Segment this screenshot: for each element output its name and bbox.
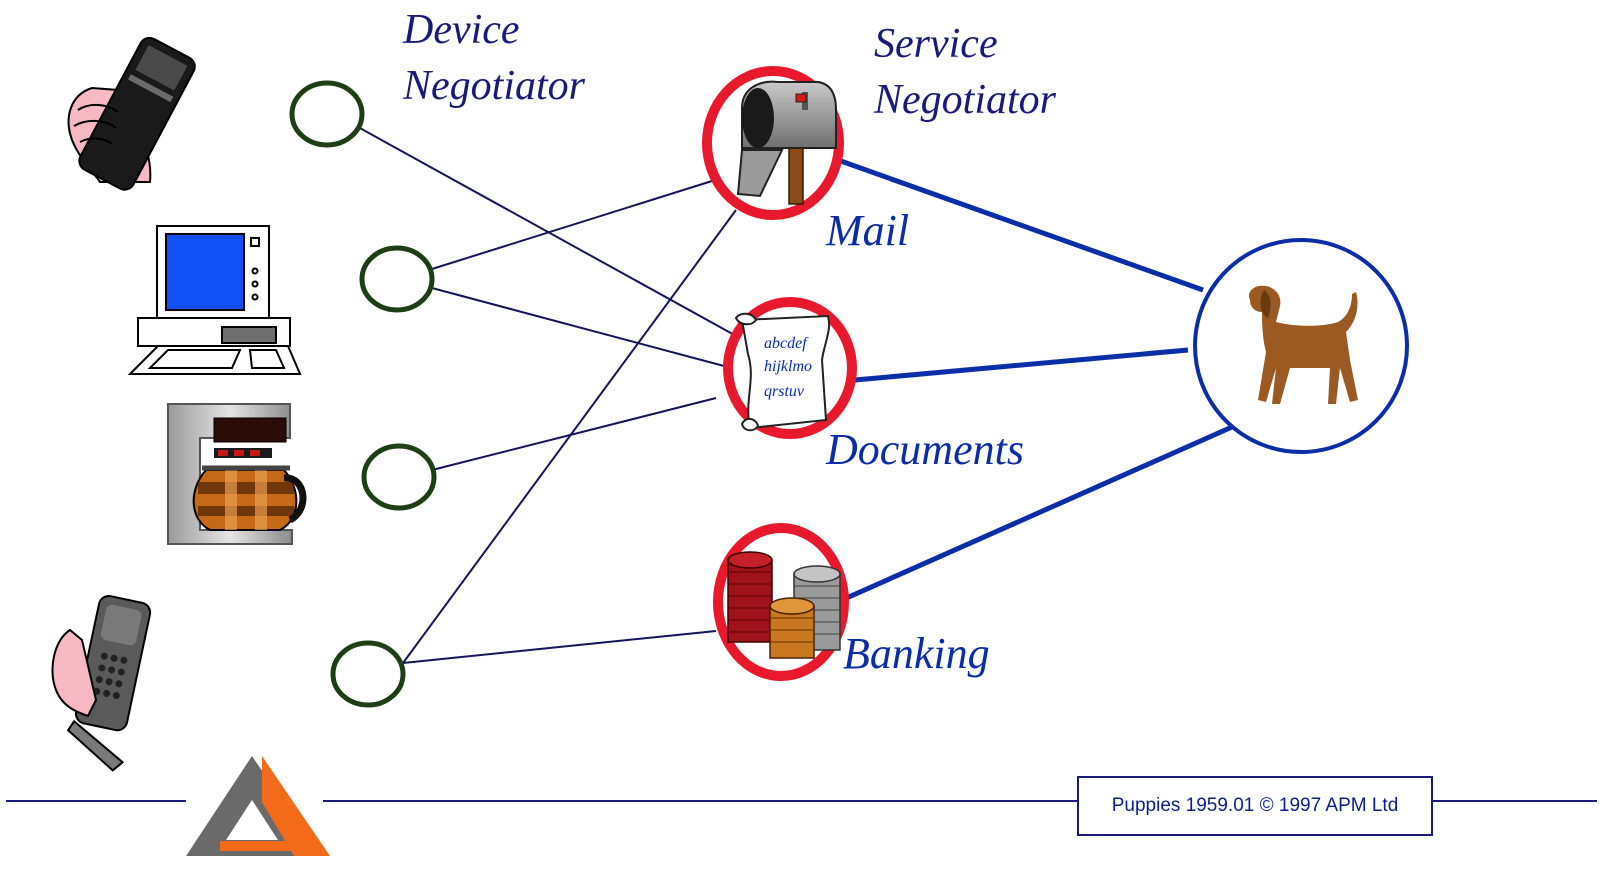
link-phone-banking xyxy=(402,630,717,664)
coffee-maker-icon xyxy=(167,403,307,545)
link-documents-hub xyxy=(854,347,1189,383)
link-coffee-documents xyxy=(431,397,717,471)
device-negotiator-title: Device Negotiator xyxy=(403,2,585,114)
mailbox-icon xyxy=(736,80,837,205)
coin-stacks-icon xyxy=(727,551,841,659)
device-node-pda[interactable] xyxy=(289,80,365,148)
banking-ring xyxy=(713,523,849,681)
device-node-computer[interactable] xyxy=(359,245,435,313)
service-label-documents: Documents xyxy=(826,425,1024,474)
link-phone-mail xyxy=(402,209,737,664)
device-node-phone[interactable] xyxy=(330,640,406,708)
handheld-pda-icon xyxy=(67,36,196,191)
documents-service-node[interactable]: abcdef hijklmo qrstuv xyxy=(723,297,857,439)
service-title-line-1: Service xyxy=(874,21,998,67)
link-mail-hub xyxy=(837,157,1204,293)
device-service-links xyxy=(357,126,739,664)
footer-text: Puppies 1959.01 © 1997 APM Ltd xyxy=(1111,795,1399,816)
link-computer-documents xyxy=(431,287,725,367)
banking-service-node[interactable] xyxy=(713,523,849,681)
service-title-line-2: Negotiator xyxy=(874,77,1057,123)
scroll-line-3: qrstuv xyxy=(764,383,805,400)
scroll-line-1: abcdef xyxy=(764,335,809,352)
device-negotiator-nodes xyxy=(289,80,437,708)
footer-caption: Puppies 1959.01 © 1997 APM Ltd xyxy=(1077,776,1433,836)
device-title-line-1: Device xyxy=(403,7,520,53)
service-label-mail: Mail xyxy=(826,206,910,255)
desktop-computer-icon xyxy=(127,225,302,375)
documents-ring xyxy=(723,297,857,439)
mobile-phone-icon xyxy=(51,594,152,772)
apm-logo-icon xyxy=(186,756,330,856)
device-title-line-2: Negotiator xyxy=(403,63,586,109)
link-banking-hub xyxy=(840,424,1234,603)
link-computer-mail xyxy=(431,180,713,270)
service-hub-links xyxy=(837,157,1234,603)
device-node-coffee[interactable] xyxy=(361,443,437,511)
mail-service-node[interactable] xyxy=(702,66,844,220)
mail-ring xyxy=(702,66,844,220)
hub-node[interactable] xyxy=(1193,238,1409,454)
dog-icon xyxy=(1248,285,1358,404)
scroll-document-icon xyxy=(734,312,831,432)
service-label-banking: Banking xyxy=(843,629,990,678)
service-negotiator-title: Service Negotiator xyxy=(874,16,1056,128)
scroll-line-2: hijklmo xyxy=(764,358,812,375)
